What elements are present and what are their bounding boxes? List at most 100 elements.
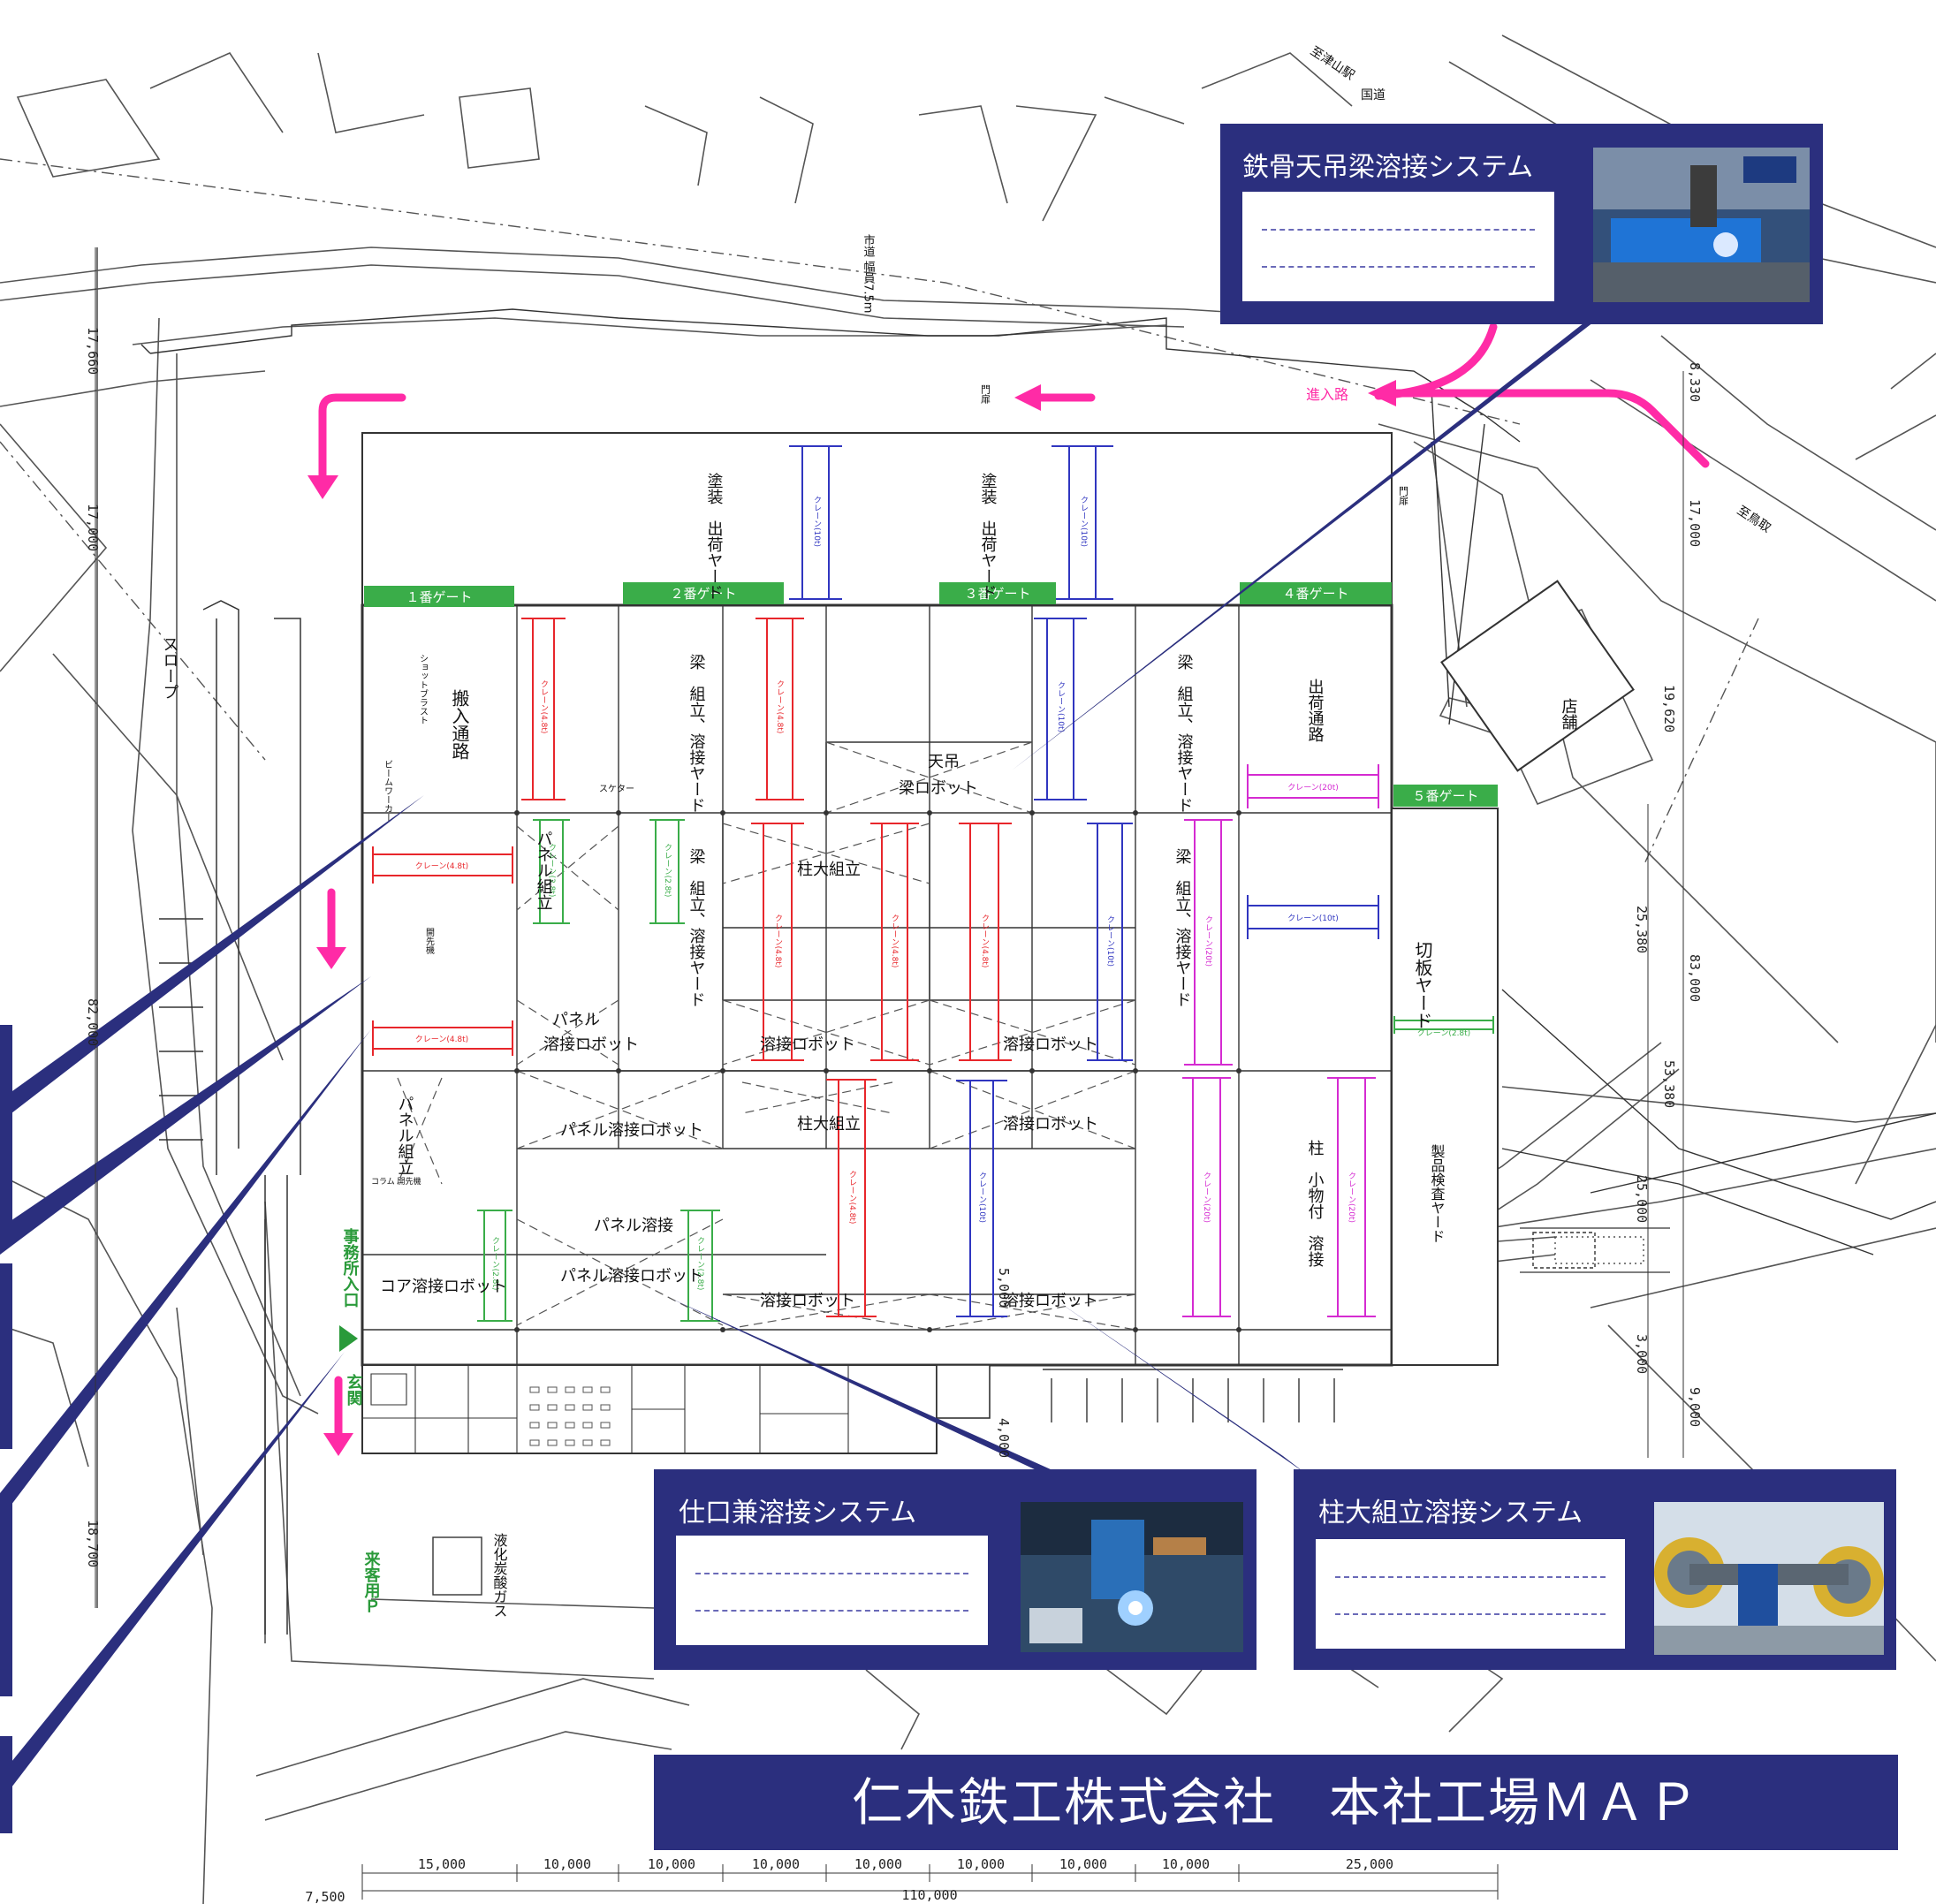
callout-hashira: 柱大組立溶接システム: [1294, 1469, 1896, 1670]
dim-left-3: 82,000: [85, 998, 101, 1046]
dim-left-1: 17,660: [85, 327, 101, 375]
zone-road: 市道 幅員7.5m: [862, 233, 876, 313]
dim-bottom-5: 10,000: [854, 1856, 902, 1872]
gate-2: [623, 582, 784, 604]
gate-label-1: １番ゲート: [406, 589, 472, 605]
zone-ship-path: 出荷通路: [1306, 679, 1325, 742]
dim-right-5: 83,000: [1687, 954, 1703, 1002]
dim-right-9: 9,000: [1687, 1387, 1703, 1427]
crane-label: クレーン(10t): [977, 1172, 986, 1223]
callout-shiguchi: 仕口兼溶接システム: [654, 1469, 1257, 1670]
crane-label: クレーン(20t): [1203, 915, 1212, 967]
zone-beam-2: 梁 組立、溶接ヤード: [1175, 654, 1194, 813]
arrow-heads: [307, 380, 1396, 1456]
callout-photo: [1593, 148, 1810, 302]
gate-label-3: ３番ゲート: [964, 586, 1030, 602]
office-desks: [529, 1386, 611, 1446]
callout-note: [676, 1536, 988, 1645]
crane-label: クレーン(4.8t): [847, 1170, 856, 1224]
zone-tenchou-1: 天吊: [928, 753, 960, 771]
zone-shot-blast: ショットブラスト: [418, 654, 428, 724]
callout-note: [1242, 192, 1554, 301]
zone-panel-asm-2: パネル組立: [396, 1096, 414, 1175]
zone-beam-4: 梁 組立、溶接ヤード: [1173, 848, 1192, 1007]
green-labels: 事務所入口 玄関 来客用Ｐ: [341, 1227, 382, 1614]
dim-total: 110,000: [901, 1887, 957, 1903]
zone-to-tottori: 至鳥取: [1735, 504, 1773, 535]
zone-tenchou-2: 梁ロボット: [899, 779, 978, 798]
crane-label: クレーン(20t): [1347, 1172, 1355, 1223]
crane-label: クレーン(2.8t): [663, 843, 672, 897]
zone-to-station: 至津山駅: [1308, 44, 1357, 83]
zone-drill: 開先機: [424, 928, 435, 955]
crane-label: クレーン(4.8t): [773, 914, 782, 967]
zone-panel-robot-1: パネル: [552, 1011, 600, 1029]
crane-label: クレーン(2.8t): [490, 1236, 499, 1290]
crane-label: クレーン(10t): [1079, 496, 1088, 547]
zone-weld-robot-1: 溶接ロボット: [760, 1035, 855, 1054]
traffic-arrows: [318, 322, 1710, 1440]
dim-bottom-3: 10,000: [648, 1856, 695, 1872]
crane-label: クレーン(2.8t): [1417, 1028, 1470, 1038]
entrance-label: 玄関: [345, 1373, 363, 1406]
dim-right-10: 5,000: [996, 1268, 1012, 1308]
callout-note: [1316, 1539, 1625, 1649]
zone-paint-2: 塗装 出荷ヤード: [979, 472, 998, 600]
crane-label: クレーン(2.8t): [547, 843, 556, 897]
callout-photo: [1021, 1502, 1243, 1652]
zone-panel-weld: パネル溶接: [594, 1217, 673, 1235]
dim-right-2: 17,000: [1687, 499, 1703, 547]
zone-col-big-2: 柱大組立: [797, 1115, 861, 1134]
dim-right-4: 25,380: [1634, 906, 1650, 953]
dim-bottom-7: 10,000: [1059, 1856, 1107, 1872]
parking-bottom: [1043, 1369, 1343, 1422]
crane-labels: クレーン(10t) クレーン(10t) クレーン(10t) クレーン(10t) …: [415, 496, 1470, 1291]
dim-bottom-8: 10,000: [1162, 1856, 1210, 1872]
gate-label-4: ４番ゲート: [1282, 586, 1348, 602]
approach-label: 進入路: [1306, 386, 1348, 403]
gate-label-5: ５番ゲート: [1412, 788, 1478, 804]
callout-title: 仕口兼溶接システム: [679, 1498, 917, 1529]
zone-core-robot: コア溶接ロボット: [380, 1278, 507, 1296]
zone-column-drill: コラム 開先機: [371, 1176, 421, 1187]
zone-skater: スケター: [599, 784, 634, 794]
parking-left: [159, 918, 203, 1141]
zone-panel-weld-robot-2: パネル溶接ロボット: [560, 1267, 703, 1286]
boundary-dashed: [0, 158, 1759, 867]
gate-3: [939, 582, 1056, 604]
zone-weld-robot-3: 溶接ロボット: [1003, 1115, 1098, 1134]
zone-weld-robot-2: 溶接ロボット: [1003, 1035, 1098, 1054]
zone-gate-mark-2: 門扉: [1398, 486, 1409, 506]
crane-label: クレーン(10t): [812, 496, 821, 547]
zone-column-small: 柱 小物付 溶接: [1306, 1140, 1325, 1268]
dim-bottom-9: 25,000: [1346, 1856, 1393, 1872]
zone-cut: 切板ヤード: [1412, 941, 1433, 1029]
crane-label: クレーン(4.8t): [415, 1035, 468, 1044]
zone-panel-asm: パネル組立: [535, 831, 553, 910]
slope-lanes: [202, 600, 301, 1635]
fence: [140, 308, 1936, 1255]
zone-beam-3: 梁 組立、溶接ヤード: [687, 848, 706, 1007]
crane-label: クレーン(2.8t): [695, 1236, 704, 1290]
crane-label: クレーン(4.8t): [415, 861, 468, 871]
crane-label: クレーン(10t): [1105, 915, 1114, 967]
dim-right-8: 3,000: [1634, 1334, 1650, 1374]
zone-carry-in: 搬入通路: [449, 689, 470, 760]
dim-right-3: 19,620: [1661, 685, 1677, 732]
dim-left-2: 17,000: [85, 504, 101, 551]
zone-weld-robot-4: 溶接ロボット: [760, 1292, 855, 1310]
crane-label: クレーン(10t): [1056, 681, 1065, 732]
callout-photo: [1654, 1502, 1884, 1655]
crane-label: クレーン(4.8t): [890, 914, 899, 967]
page-title: 仁木鉄工株式会社 本社工場ＭＡＰ: [654, 1755, 1898, 1850]
gate-label-2: ２番ゲート: [670, 586, 736, 602]
dim-bottom-6: 10,000: [957, 1856, 1005, 1872]
callout-title: 柱大組立溶接システム: [1318, 1498, 1583, 1529]
office-entrance-label: 事務所入口: [341, 1227, 360, 1308]
zone-store: 店舗: [1560, 698, 1578, 730]
crane-label: クレーン(20t): [1202, 1172, 1211, 1223]
zone-beam-worker: ビームワーカー: [383, 760, 393, 822]
dim-right-11: 4,000: [996, 1418, 1012, 1458]
dim-bottom-1: 15,000: [418, 1856, 466, 1872]
